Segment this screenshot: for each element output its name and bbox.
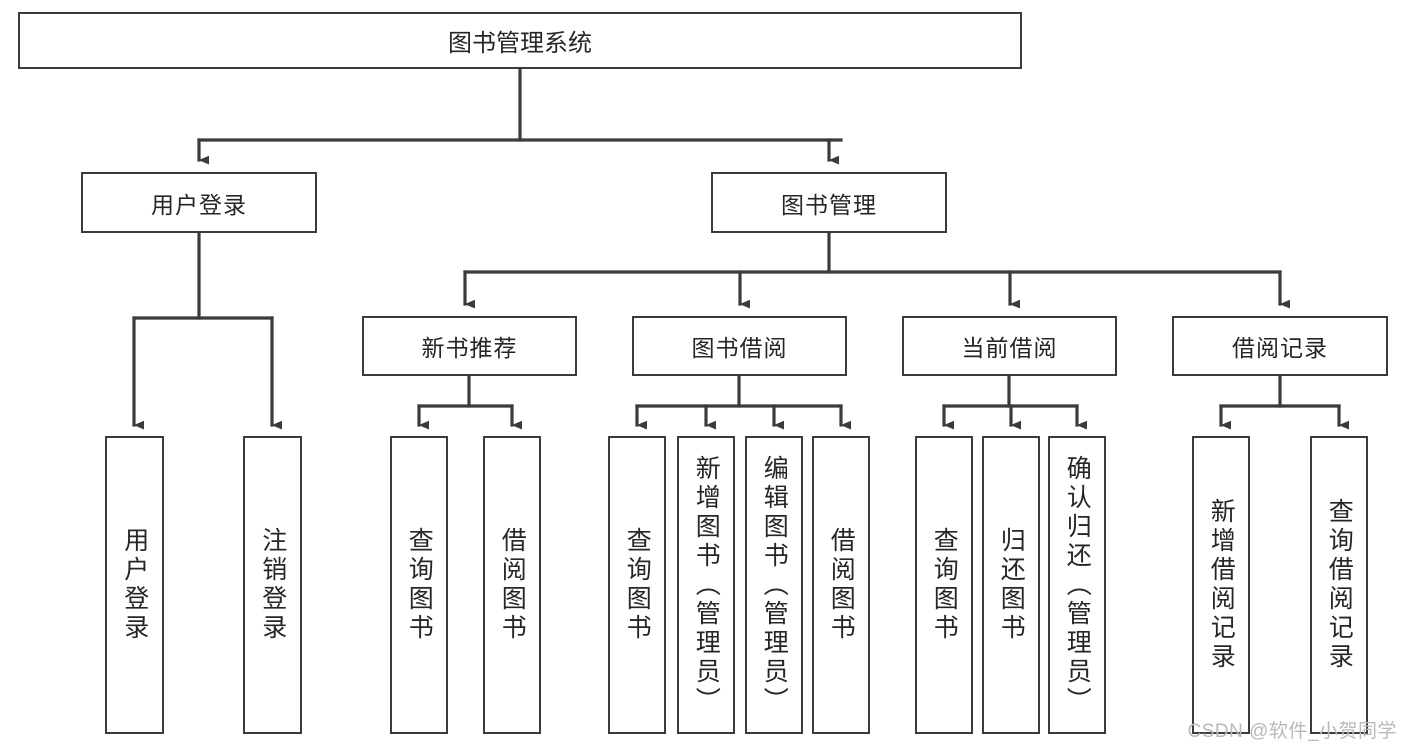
node-label: 注销登录 xyxy=(258,527,287,643)
node-label: 确认归还（管理员） xyxy=(1063,454,1092,716)
node-label: 借阅记录 xyxy=(1232,335,1328,361)
leaf-borrow-book[interactable]: 借阅图书 xyxy=(812,436,870,734)
node-label: 当前借阅 xyxy=(961,335,1058,361)
node-label: 借阅图书 xyxy=(498,527,527,643)
node-label: 编辑图书（管理员） xyxy=(760,454,789,716)
node-label: 用户登录 xyxy=(151,191,247,218)
leaf-edit-book-admin[interactable]: 编辑图书（管理员） xyxy=(745,436,803,734)
node-label: 查询图书 xyxy=(623,527,652,643)
leaf-add-book-admin[interactable]: 新增图书（管理员） xyxy=(677,436,735,734)
node-label: 用户登录 xyxy=(120,527,149,643)
node-label: 借阅图书 xyxy=(827,527,856,643)
leaf-query-book-recommend[interactable]: 查询图书 xyxy=(390,436,448,734)
node-borrow-record[interactable]: 借阅记录 xyxy=(1172,316,1388,376)
leaf-confirm-return-admin[interactable]: 确认归还（管理员） xyxy=(1048,436,1106,734)
node-label: 新增图书（管理员） xyxy=(692,454,721,716)
node-label: 归还图书 xyxy=(997,527,1026,643)
leaf-query-book-current[interactable]: 查询图书 xyxy=(915,436,973,734)
leaf-return-book[interactable]: 归还图书 xyxy=(982,436,1040,734)
leaf-borrow-book-recommend[interactable]: 借阅图书 xyxy=(483,436,541,734)
leaf-user-login[interactable]: 用户登录 xyxy=(105,436,164,734)
node-label: 图书管理 xyxy=(781,191,877,218)
node-root-book-management-system[interactable]: 图书管理系统 xyxy=(18,12,1022,69)
node-new-book-recommend[interactable]: 新书推荐 xyxy=(362,316,577,376)
node-user-login[interactable]: 用户登录 xyxy=(81,172,317,233)
leaf-logout[interactable]: 注销登录 xyxy=(243,436,302,734)
leaf-add-borrow-record[interactable]: 新增借阅记录 xyxy=(1192,436,1250,734)
node-current-borrow[interactable]: 当前借阅 xyxy=(902,316,1117,376)
leaf-query-borrow-record[interactable]: 查询借阅记录 xyxy=(1310,436,1368,734)
node-label: 查询图书 xyxy=(405,527,434,643)
node-label: 图书借阅 xyxy=(691,335,788,361)
node-label: 查询借阅记录 xyxy=(1325,498,1354,672)
watermark-text: CSDN @软件_小贺同学 xyxy=(1187,721,1397,742)
node-book-borrow[interactable]: 图书借阅 xyxy=(632,316,847,376)
node-label: 图书管理系统 xyxy=(448,30,592,57)
node-label: 新增借阅记录 xyxy=(1207,498,1236,672)
node-label: 查询图书 xyxy=(930,527,959,643)
node-book-management[interactable]: 图书管理 xyxy=(711,172,947,233)
node-label: 新书推荐 xyxy=(421,335,518,361)
leaf-query-book-borrow[interactable]: 查询图书 xyxy=(608,436,666,734)
